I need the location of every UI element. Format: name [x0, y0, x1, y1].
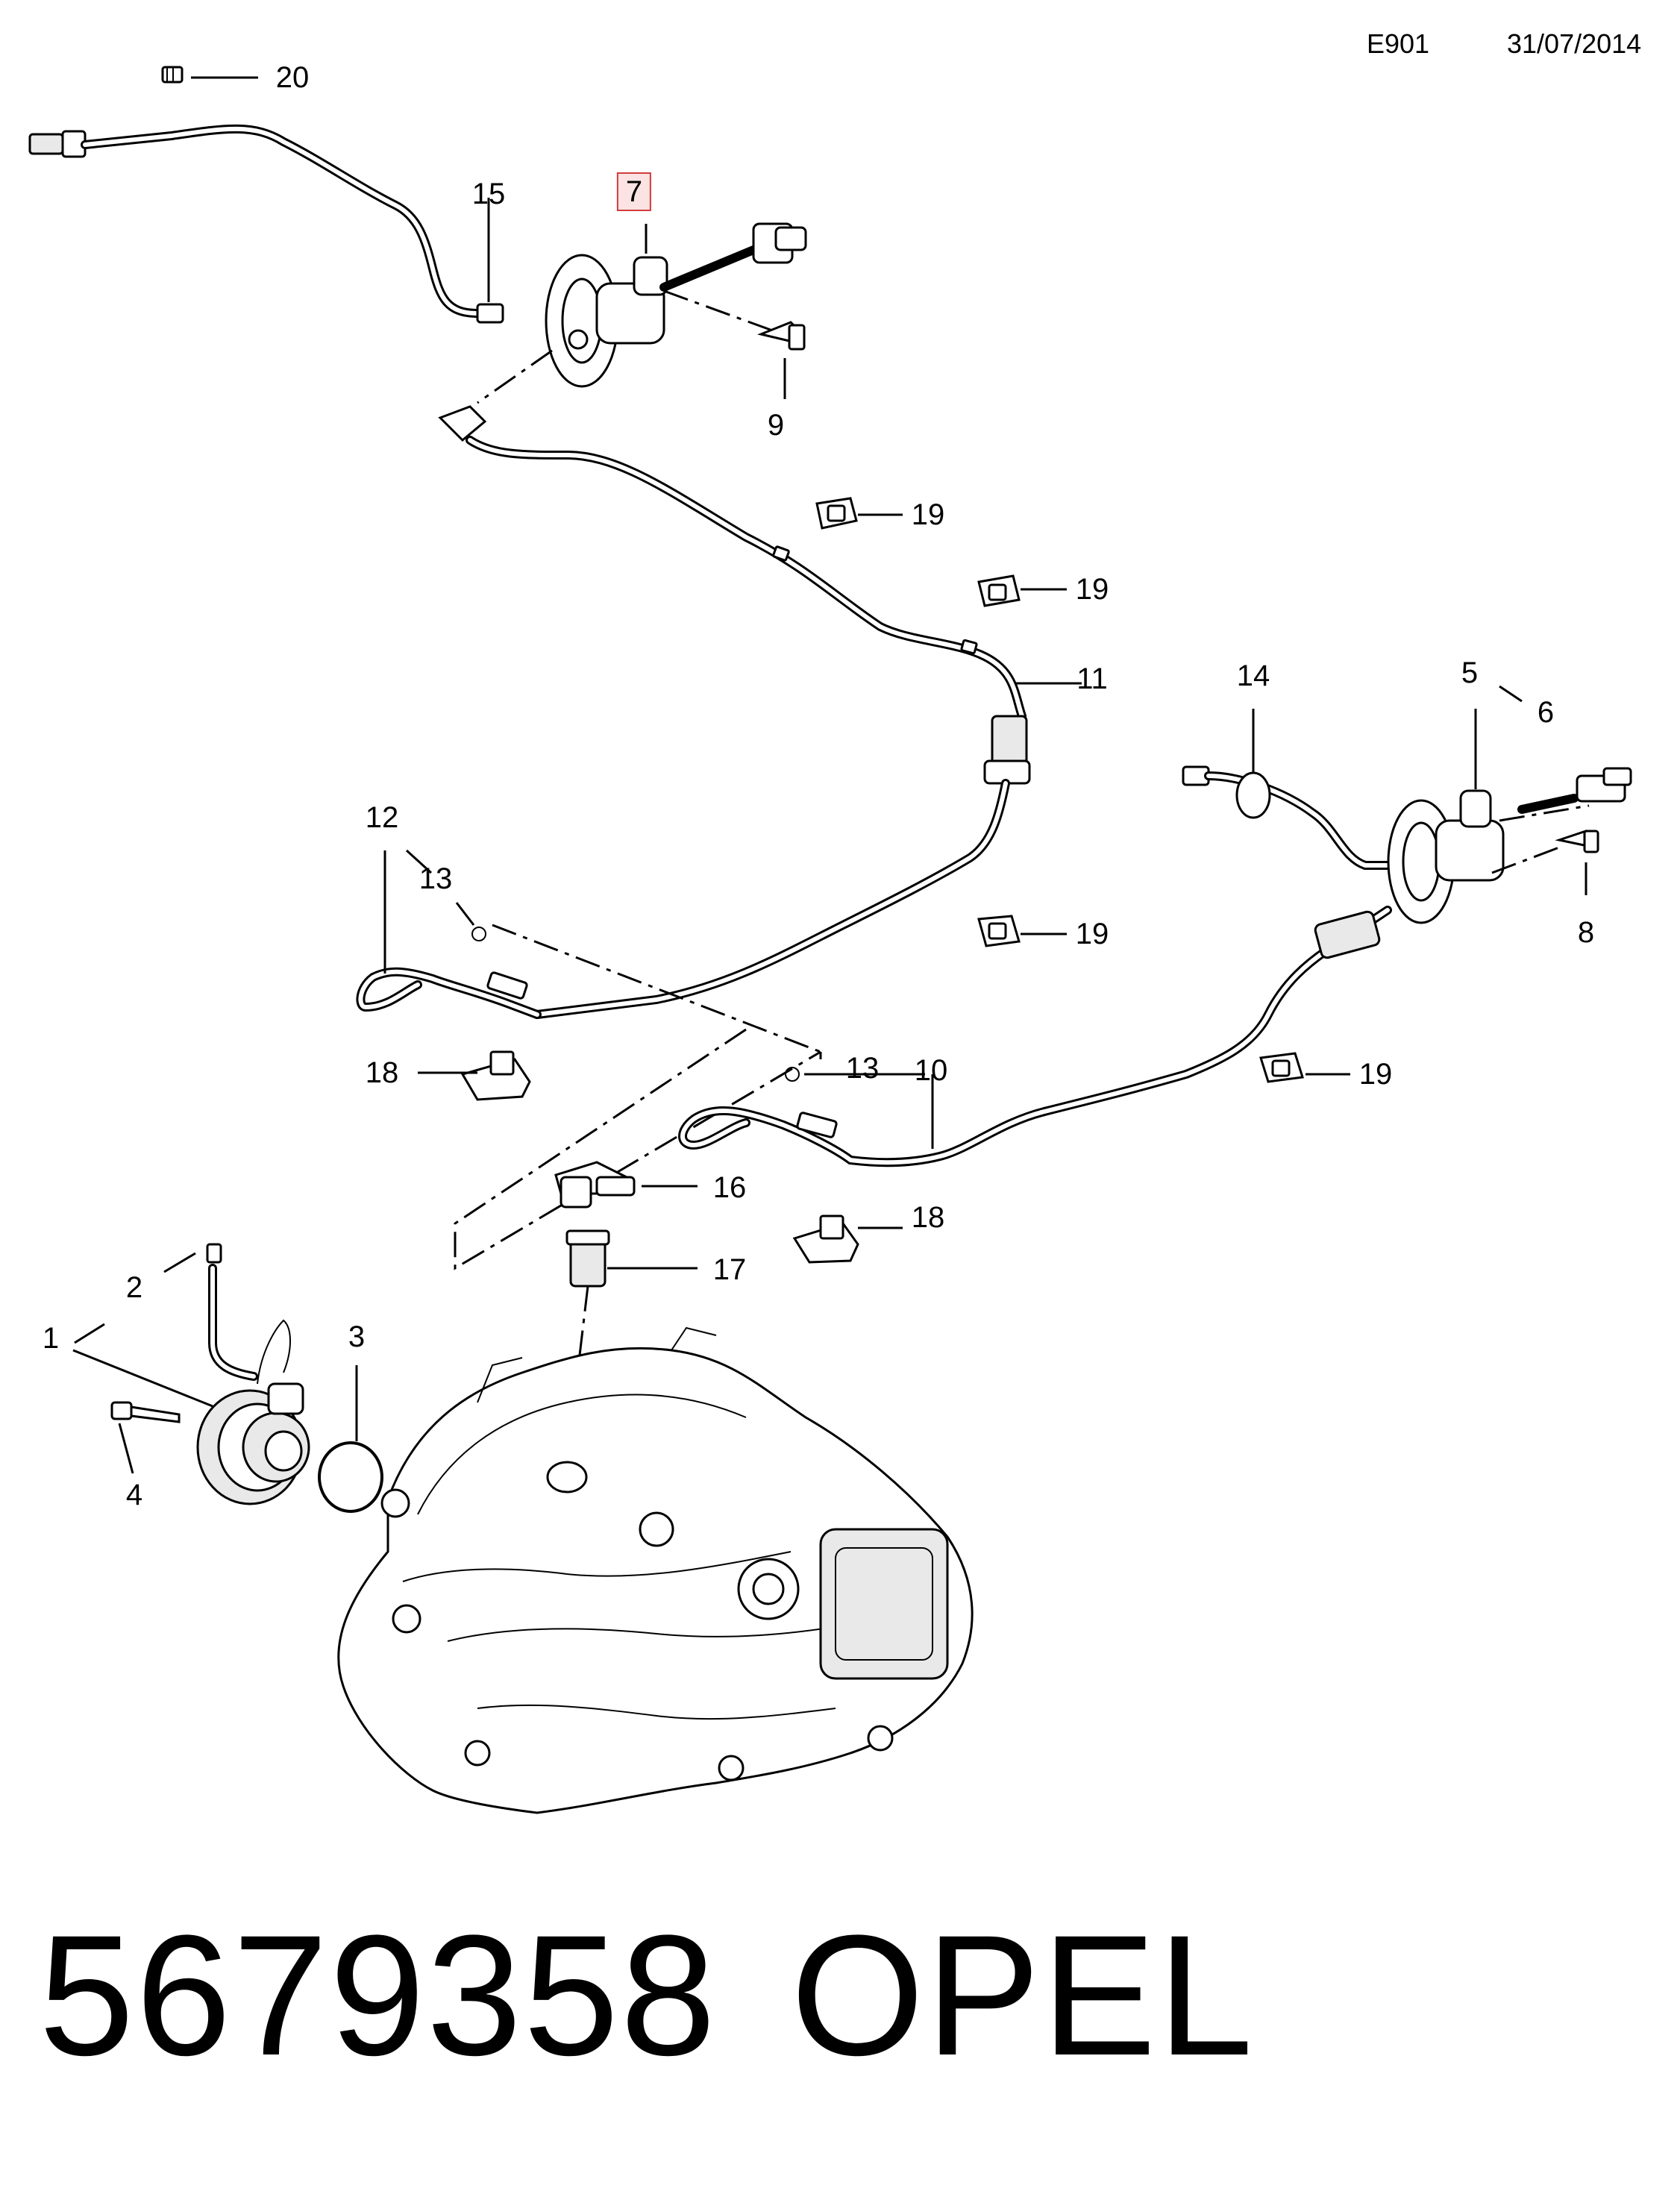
callout-6: 6 — [1537, 696, 1555, 729]
part-20-clip — [161, 66, 258, 84]
upper-feed-pipe — [28, 124, 504, 324]
part-11-pipe — [438, 405, 1082, 1019]
callout-11: 11 — [1076, 662, 1108, 695]
part-6-pushrod — [1499, 685, 1632, 814]
callout-7-highlighted: 7 — [616, 172, 652, 211]
diagram-code: E901 — [1367, 28, 1430, 59]
part-19-clip-c — [977, 915, 1067, 947]
part-2-bleeder — [163, 1243, 222, 1273]
callout-17: 17 — [712, 1253, 747, 1286]
callout-4: 4 — [125, 1479, 143, 1511]
callout-19-d: 19 — [1358, 1058, 1393, 1091]
callout-15: 15 — [471, 178, 506, 210]
callout-19-b: 19 — [1075, 573, 1109, 606]
part-4-bolt — [110, 1401, 181, 1474]
callout-10: 10 — [914, 1054, 948, 1087]
part-number: 5679358 — [39, 1899, 718, 2091]
part-1-slave-cylinder — [72, 1264, 310, 1505]
part-19-clip-d — [1259, 1052, 1350, 1083]
diagram-date: 31/07/2014 — [1507, 28, 1642, 59]
part-10-pipe — [678, 906, 1392, 1167]
callout-13-b: 13 — [845, 1052, 880, 1085]
part-12-pipe — [356, 849, 542, 1019]
part-14-pipe — [1182, 709, 1407, 870]
callout-3: 3 — [348, 1320, 366, 1353]
part-19-clip-a — [815, 497, 903, 530]
callout-14: 14 — [1236, 659, 1270, 692]
part-5-master-cylinder — [1387, 709, 1590, 924]
transmission-housing — [337, 1326, 974, 1814]
callout-5: 5 — [1461, 656, 1479, 689]
part-16-tee-fitting — [554, 1161, 698, 1209]
callout-13-a: 13 — [419, 862, 453, 895]
part-18-clip-a — [418, 1050, 531, 1101]
callout-19-c: 19 — [1075, 918, 1109, 950]
part-8-bolt — [1555, 830, 1599, 895]
part-9-bolt — [757, 321, 806, 399]
callout-8: 8 — [1577, 916, 1595, 949]
callout-20: 20 — [275, 61, 310, 94]
part-19-clip-b — [977, 574, 1067, 607]
callout-16: 16 — [712, 1171, 747, 1204]
callout-1: 1 — [42, 1322, 60, 1355]
brand-name: OPEL — [791, 1899, 1255, 2091]
callout-12: 12 — [365, 801, 399, 834]
callout-19-a: 19 — [911, 498, 945, 531]
callout-18-b: 18 — [911, 1201, 945, 1234]
callout-9: 9 — [767, 409, 785, 442]
part-18-clip-b — [792, 1214, 903, 1264]
callout-2: 2 — [125, 1271, 143, 1304]
part-3-o-ring — [318, 1365, 383, 1513]
part-7-master-cylinder — [477, 222, 807, 404]
callout-18-a: 18 — [365, 1056, 399, 1089]
assembly-frame-dashed — [454, 924, 822, 1270]
